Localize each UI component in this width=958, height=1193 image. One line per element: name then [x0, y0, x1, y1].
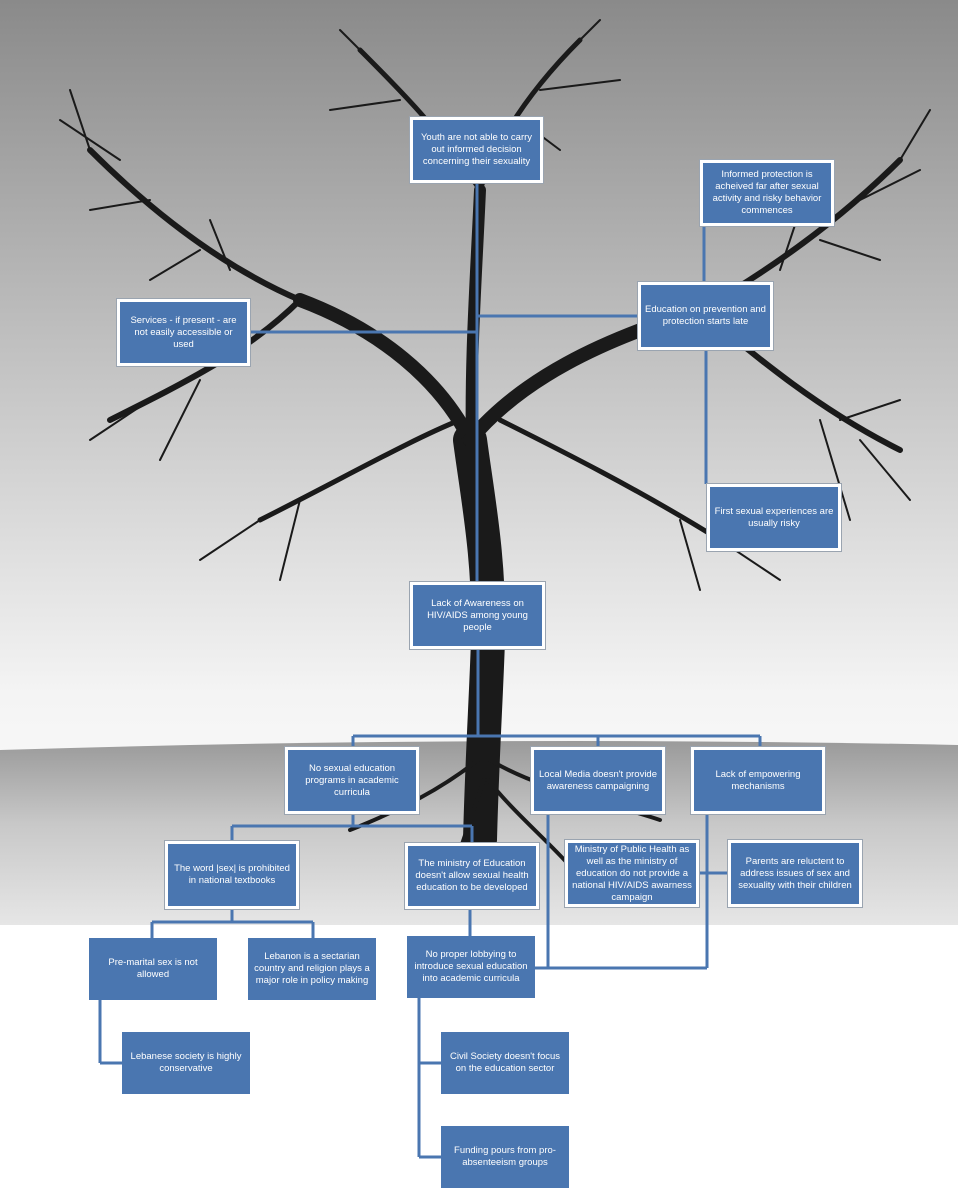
box-ministry-education: The ministry of Education doesn't allow … [405, 843, 539, 909]
box-education-late: Education on prevention and protection s… [638, 282, 773, 350]
box-youth-decision: Youth are not able to carry out informed… [410, 117, 543, 183]
box-services: Services - if present - are not easily a… [117, 299, 250, 366]
box-funding: Funding pours from pro-absenteeism group… [441, 1126, 569, 1188]
box-ministry-health: Ministry of Public Health as well as the… [565, 840, 699, 907]
box-word-sex: The word |sex| is prohibited in national… [165, 841, 299, 909]
box-civil-society: Civil Society doesn't focus on the educa… [441, 1032, 569, 1094]
box-lobbying: No proper lobbying to introduce sexual e… [407, 936, 535, 998]
box-premarital: Pre-marital sex is not allowed [89, 938, 217, 1000]
box-first-experiences: First sexual experiences are usually ris… [707, 484, 841, 551]
box-sectarian: Lebanon is a sectarian country and relig… [248, 938, 376, 1000]
box-conservative: Lebanese society is highly conservative [122, 1032, 250, 1094]
box-local-media: Local Media doesn't provide awareness ca… [531, 747, 665, 814]
box-parents: Parents are reluctent to address issues … [728, 840, 862, 907]
box-informed-protection: Informed protection is acheived far afte… [700, 160, 834, 226]
box-no-sex-ed: No sexual education programs in academic… [285, 747, 419, 814]
box-root-problem: Lack of Awareness on HIV/AIDS among youn… [410, 582, 545, 649]
box-empowering: Lack of empowering mechanisms [691, 747, 825, 814]
